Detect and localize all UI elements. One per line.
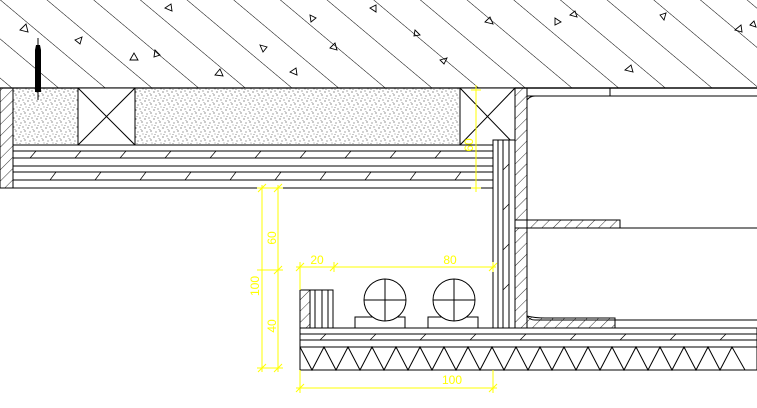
vertical-board-drop: [492, 139, 516, 329]
timber-block-left: [77, 87, 136, 146]
dim-20-top: 20: [310, 253, 324, 267]
insulation-layer: [12, 87, 461, 146]
dim-80-top: 80: [443, 253, 457, 267]
dim-100-left: 100: [248, 276, 262, 296]
timber-post: [299, 289, 334, 329]
dim-60-left: 60: [265, 231, 279, 245]
ceiling-board-layers: [12, 144, 494, 189]
lower-ceiling-boards: [299, 327, 757, 372]
curtain-box: [514, 87, 757, 329]
light-fixture-right: [427, 278, 479, 329]
aggregate-marks: [19, 3, 757, 77]
dim-40-left: 40: [265, 319, 279, 333]
timber-block-right: [459, 87, 516, 146]
light-fixture-left: [354, 278, 407, 329]
dimension-lines: [257, 85, 498, 393]
dim-60-right: 60: [462, 138, 476, 152]
left-wall-section: [0, 87, 14, 189]
dim-100-bottom: 100: [442, 373, 462, 387]
concrete-slab: [0, 0, 757, 89]
